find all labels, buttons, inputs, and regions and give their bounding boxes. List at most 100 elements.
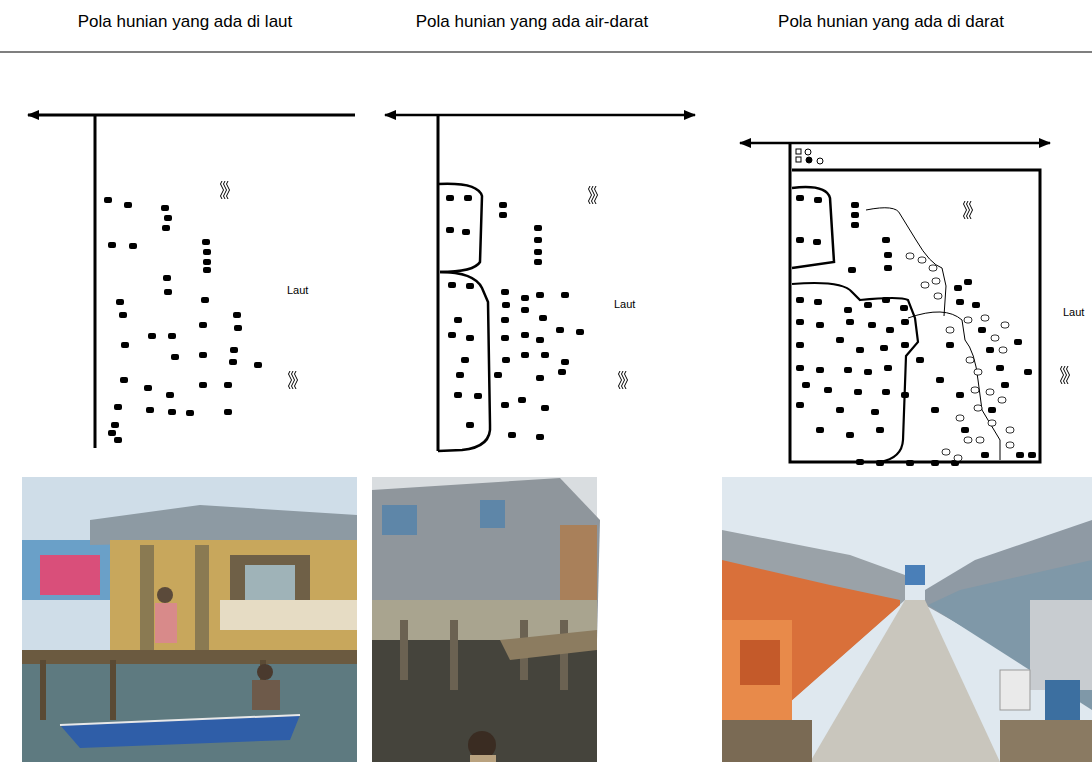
house-dot xyxy=(796,297,804,303)
house-dot xyxy=(163,275,171,281)
house-dot xyxy=(446,195,454,201)
house-dot xyxy=(448,332,456,338)
house-dot xyxy=(541,352,549,358)
house-dot xyxy=(964,279,972,285)
house-dot xyxy=(864,369,872,375)
house-dot xyxy=(466,335,474,341)
house-dot xyxy=(988,407,996,413)
house-dot xyxy=(464,195,472,201)
wave-line xyxy=(595,186,598,204)
house-dot xyxy=(813,239,821,245)
house-dot xyxy=(961,427,969,433)
house-dot xyxy=(931,460,939,466)
sea-label: Laut xyxy=(613,298,636,311)
house-dot xyxy=(796,237,804,243)
house-dot xyxy=(108,430,116,436)
house-dot xyxy=(576,329,584,335)
house-dot xyxy=(129,243,137,249)
house-outline xyxy=(956,415,964,421)
house-dot xyxy=(796,342,804,348)
house-outline xyxy=(974,405,982,411)
house-outline xyxy=(932,278,940,284)
house-dot xyxy=(199,352,207,358)
house-dot xyxy=(864,302,872,308)
house-outline xyxy=(934,293,942,299)
house-dot xyxy=(461,357,469,363)
house-dot xyxy=(876,460,884,466)
house-dot xyxy=(846,319,854,325)
wave-line xyxy=(227,181,230,199)
wave-line xyxy=(970,201,973,219)
house-dot xyxy=(541,405,549,411)
house-dot xyxy=(146,407,154,413)
house-dot xyxy=(501,289,509,295)
house-outline xyxy=(946,327,954,333)
wave-line xyxy=(1067,366,1070,384)
house-dot xyxy=(203,267,211,273)
house-dot xyxy=(462,229,470,235)
house-outline xyxy=(999,347,1007,353)
house-outline xyxy=(929,265,937,271)
house-dot xyxy=(502,302,510,308)
house-dot xyxy=(534,237,542,243)
house-dot xyxy=(521,352,529,358)
house-dot xyxy=(851,202,859,208)
house-dot xyxy=(454,392,462,398)
house-dot xyxy=(901,342,909,348)
house-outline xyxy=(966,357,974,363)
house-dot xyxy=(536,434,544,440)
sea-label: Laut xyxy=(1062,306,1085,319)
house-dot xyxy=(882,389,890,395)
house-dot xyxy=(534,225,542,231)
house-dot xyxy=(954,285,962,291)
house-dot xyxy=(501,402,509,408)
house-dot xyxy=(796,365,804,371)
house-dot xyxy=(986,347,994,353)
house-outline xyxy=(964,437,972,443)
house-dot xyxy=(501,335,509,341)
house-outline xyxy=(1001,322,1009,328)
house-dot xyxy=(844,307,852,313)
house-dot xyxy=(230,347,238,353)
house-dot xyxy=(108,242,116,248)
house-dot xyxy=(508,432,516,438)
house-dot xyxy=(534,249,542,255)
house-dot xyxy=(119,312,127,318)
house-dot xyxy=(1024,369,1032,375)
house-dot xyxy=(916,357,924,363)
house-dot xyxy=(121,342,129,348)
house-dot xyxy=(229,359,237,365)
house-dot xyxy=(104,197,112,203)
house-dot xyxy=(900,305,908,311)
house-dot xyxy=(556,327,564,333)
house-dot xyxy=(521,332,529,338)
house-dot xyxy=(201,297,209,303)
house-dot xyxy=(536,292,544,298)
map-land xyxy=(740,143,1050,462)
house-dot xyxy=(199,382,207,388)
house-dot xyxy=(114,404,122,410)
house-outline xyxy=(921,282,929,288)
house-dot xyxy=(199,322,207,328)
house-dot xyxy=(876,427,884,433)
map-sea xyxy=(28,115,355,448)
house-dot xyxy=(796,195,804,201)
house-dot xyxy=(224,409,232,415)
house-dot xyxy=(203,259,211,265)
house-dot xyxy=(1001,382,1009,388)
map-water-land xyxy=(385,115,695,451)
house-dot xyxy=(116,299,124,305)
house-dot xyxy=(996,365,1004,371)
house-dot xyxy=(936,377,944,383)
house-dot xyxy=(536,337,544,343)
house-dot xyxy=(499,212,507,218)
house-dot xyxy=(166,392,174,398)
house-dots xyxy=(104,195,1036,466)
house-outline xyxy=(942,449,950,455)
house-outline xyxy=(998,397,1006,403)
house-dot xyxy=(854,389,862,395)
column-header: Pola hunian yang ada di laut xyxy=(30,12,340,32)
house-dot xyxy=(456,372,464,378)
house-outline xyxy=(918,257,926,263)
